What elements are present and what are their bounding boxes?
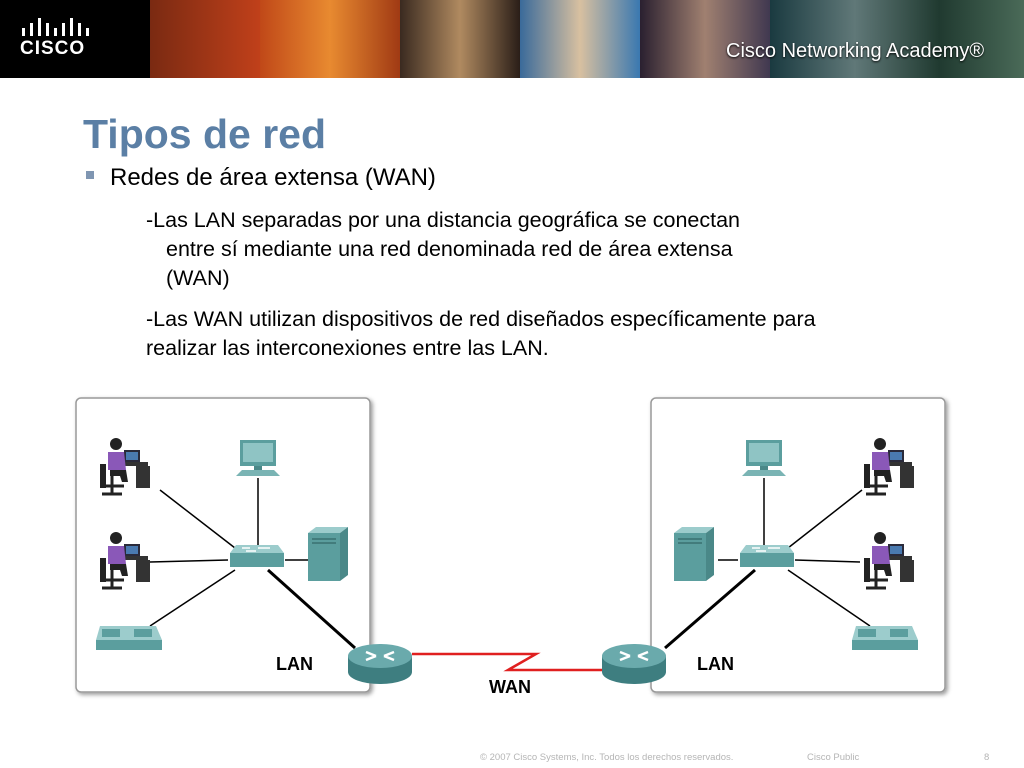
sub-bullet-2: -Las WAN utilizan dispositivos de red di… [146,305,966,363]
slide-title: Tipos de red [83,111,327,157]
sub-bullet-2-line-2: realizar las interconexiones entre las L… [146,336,549,360]
banner-photo-5 [640,0,770,78]
cisco-bars-icon [22,18,89,36]
header-banner: CISCO Cisco Networking Academy® [0,0,1024,78]
sub-bullet-2-line-1: -Las WAN utilizan dispositivos de red di… [146,307,816,331]
bullet-square-icon [86,171,94,179]
page-number: 8 [984,752,990,763]
right-switch-icon [739,544,795,568]
cisco-logo: CISCO [0,0,150,78]
left-ip-phone-icon [96,626,162,650]
footer-copyright: © 2007 Cisco Systems, Inc. Todos los der… [480,752,734,763]
banner-photo-6 [770,0,1024,78]
right-ip-phone-icon [852,626,918,650]
bullet-text: Redes de área extensa (WAN) [110,164,436,191]
left-lan-label: LAN [276,654,313,674]
left-server-icon [307,526,349,582]
banner-photo-1 [150,0,260,78]
right-lan-label: LAN [697,654,734,674]
banner-photo-4 [520,0,640,78]
cisco-logo-text: CISCO [20,38,86,59]
footer-classification: Cisco Public [807,752,860,763]
wan-serial-link [412,652,604,672]
wan-diagram: LAN LAN WAN [75,397,946,697]
right-router-icon [600,642,668,686]
banner-photo-2 [260,0,400,78]
right-lan-panel [650,397,946,693]
left-pc-icon [236,440,280,476]
sub-bullet-1-line-2: entre sí mediante una red denominada red… [166,237,733,261]
academy-title: Cisco Networking Academy® [726,40,985,62]
left-router-icon [346,642,414,686]
sub-bullet-1: -Las LAN separadas por una distancia geo… [146,206,966,293]
right-pc-icon [742,440,786,476]
sub-bullet-1-line-3: (WAN) [166,266,230,290]
wan-label: WAN [489,677,531,697]
right-server-icon [673,526,715,582]
sub-bullet-1-line-1: -Las LAN separadas por una distancia geo… [146,208,741,232]
left-switch-icon [229,544,285,568]
banner-photo-3 [400,0,520,78]
